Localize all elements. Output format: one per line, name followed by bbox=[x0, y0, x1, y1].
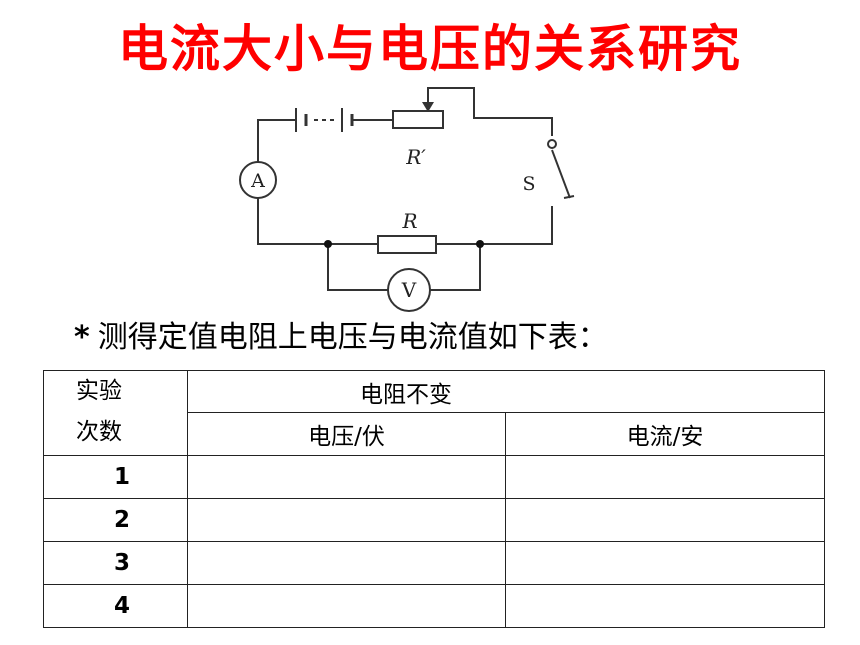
wire-voltmeter-right bbox=[430, 244, 481, 291]
current-cell[interactable] bbox=[505, 541, 825, 585]
header-trial-line1: 实验 bbox=[76, 378, 122, 404]
table-row: 4 bbox=[43, 584, 825, 628]
resistor-label: R bbox=[401, 209, 417, 233]
circuit-diagram: A V S R′ R bbox=[239, 87, 575, 312]
page-title: 电流大小与电压的关系研究 bbox=[118, 20, 742, 78]
trial-number: 1 bbox=[43, 455, 188, 499]
rheostat-body bbox=[392, 110, 444, 129]
table-row: 1 bbox=[43, 455, 825, 499]
trial-number: 2 bbox=[43, 498, 188, 542]
table-row: 2 bbox=[43, 498, 825, 542]
table-caption: *测得定值电阻上电压与电流值如下表： bbox=[74, 316, 608, 360]
table-header-row-1: 实验 次数 电阻不变 bbox=[43, 370, 825, 456]
header-current: 电流/安 bbox=[505, 412, 825, 456]
rheostat-slider-arrow bbox=[422, 102, 434, 112]
voltage-cell[interactable] bbox=[187, 541, 506, 585]
switch-label: S bbox=[522, 173, 535, 195]
junction-left bbox=[324, 240, 332, 248]
voltmeter-circle bbox=[387, 268, 431, 312]
ammeter-circle bbox=[239, 161, 277, 199]
wire-top-left bbox=[257, 119, 296, 162]
table-row: 3 bbox=[43, 541, 825, 585]
trial-number: 3 bbox=[43, 541, 188, 585]
voltage-cell[interactable] bbox=[187, 455, 506, 499]
ammeter-label: A bbox=[250, 170, 265, 192]
current-cell[interactable] bbox=[505, 584, 825, 628]
switch-blade bbox=[551, 149, 571, 199]
rheostat-label: R′ bbox=[405, 145, 426, 169]
junction-right bbox=[476, 240, 484, 248]
wire-bottom-left bbox=[257, 198, 378, 245]
header-trial-line2: 次数 bbox=[76, 419, 122, 445]
current-cell[interactable] bbox=[505, 455, 825, 499]
trial-number: 4 bbox=[43, 584, 188, 628]
wire-voltmeter-left bbox=[327, 244, 388, 291]
header-voltage: 电压/伏 bbox=[187, 412, 506, 456]
voltage-cell[interactable] bbox=[187, 584, 506, 628]
switch-contact-top bbox=[547, 139, 557, 149]
voltmeter-label: V bbox=[401, 278, 417, 302]
bullet-marker: * bbox=[74, 320, 90, 355]
header-constant-cell: 电阻不变 bbox=[187, 370, 825, 413]
current-cell[interactable] bbox=[505, 498, 825, 542]
wire-right-lower bbox=[480, 206, 553, 245]
resistor-body bbox=[377, 235, 437, 254]
caption-text: 测得定值电阻上电压与电流值如下表： bbox=[97, 320, 608, 355]
wire-slider-switch bbox=[427, 87, 553, 136]
header-trial-cell: 实验 次数 bbox=[43, 370, 188, 456]
voltage-cell[interactable] bbox=[187, 498, 506, 542]
data-table: 实验 次数 电阻不变 电压/伏 电流/安 1 2 3 4 bbox=[43, 370, 825, 628]
